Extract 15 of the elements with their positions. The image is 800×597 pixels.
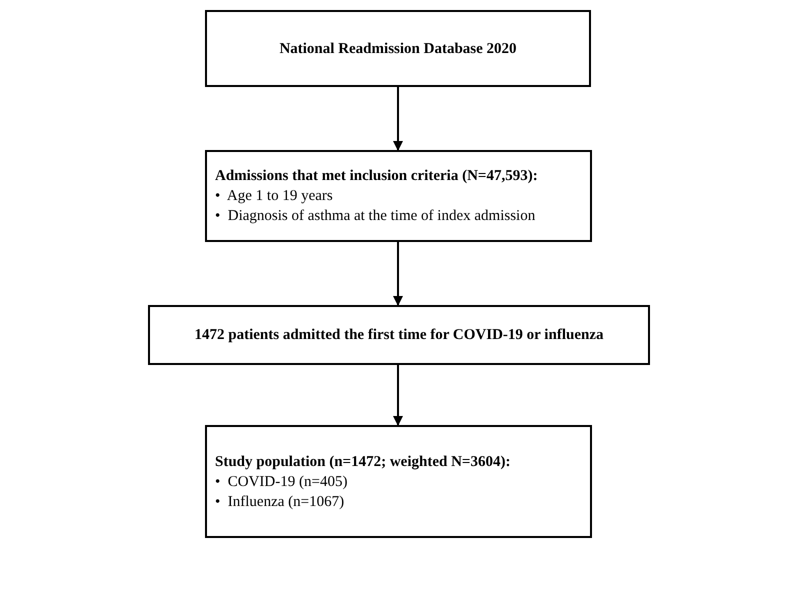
bullet-item: • Influenza (n=1067) [215, 492, 346, 512]
box-heading: 1472 patients admitted the first time for COVID-19 or influenza [194, 326, 604, 345]
process-box [205, 425, 592, 538]
arrow [393, 87, 403, 151]
bullet-item: • Age 1 to 19 years [215, 187, 334, 206]
box-heading: Admissions that met inclusion criteria (N=47,593): [215, 167, 539, 186]
process-box [205, 150, 592, 242]
bullet-item: • COVID-19 (n=405) [215, 472, 348, 492]
box-heading: Study population (n=1472; weighted N=3604): [215, 452, 512, 472]
process-box [205, 10, 591, 87]
box-heading: National Readmission Database 2020 [279, 40, 517, 58]
process-box [148, 305, 650, 365]
bullet-item: • Diagnosis of asthma at the time of index admission [215, 207, 536, 226]
arrow [393, 365, 403, 426]
arrow [393, 242, 403, 306]
